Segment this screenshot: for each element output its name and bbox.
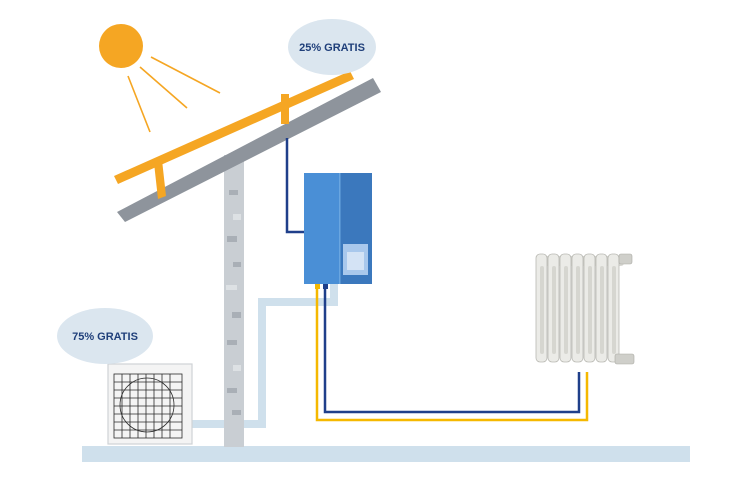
blue-wire — [323, 289, 581, 414]
heatpump-savings-label: 75% GRATIS — [72, 331, 138, 343]
sun-icon — [99, 24, 221, 133]
heatpump-savings-bubble: 75% GRATIS — [57, 308, 153, 364]
radiator — [535, 253, 635, 365]
ground-strip — [82, 446, 690, 462]
solar-panel — [114, 71, 354, 199]
roof-slab — [117, 78, 381, 222]
heatpump-pipe — [190, 284, 338, 428]
solar-savings-label: 25% GRATIS — [299, 42, 365, 54]
controller-unit — [304, 173, 372, 289]
panel-wire — [285, 138, 306, 234]
solar-savings-bubble: 25% GRATIS — [288, 19, 376, 75]
yellow-wire — [315, 289, 589, 422]
support-pillar — [224, 155, 244, 447]
heat-pump-unit — [107, 363, 193, 445]
